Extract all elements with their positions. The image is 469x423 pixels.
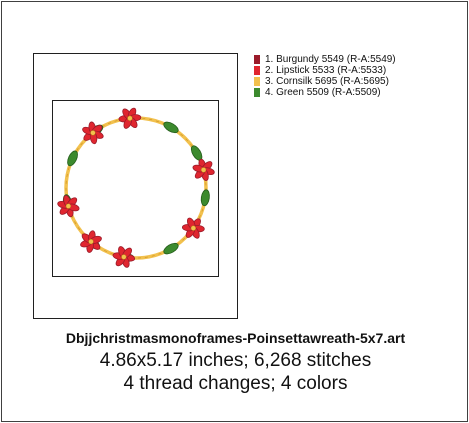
legend-item: 4. Green 5509 (R-A:5509) bbox=[254, 87, 396, 98]
legend-label: Cornsilk 5695 (R-A:5695) bbox=[276, 76, 389, 87]
design-thread-changes: 4 thread changes; 4 colors bbox=[123, 373, 348, 394]
legend-label: Lipstick 5533 (R-A:5533) bbox=[276, 65, 387, 76]
design-filename: Dbjjchristmasmonoframes-Poinsettawreath-… bbox=[65, 330, 406, 346]
legend-number: 4. bbox=[265, 87, 274, 98]
design-dimensions: 4.86x5.17 inches; 6,268 stitches bbox=[99, 350, 372, 371]
poinsettia-flower bbox=[118, 107, 142, 129]
legend-label: Burgundy 5549 (R-A:5549) bbox=[276, 54, 396, 65]
legend-item: 2. Lipstick 5533 (R-A:5533) bbox=[254, 65, 396, 76]
legend-item: 3. Cornsilk 5695 (R-A:5695) bbox=[254, 76, 396, 87]
color-swatch bbox=[254, 77, 260, 86]
legend-number: 1. bbox=[265, 54, 274, 65]
poinsettia-flower bbox=[80, 230, 102, 253]
poinsettia-flower bbox=[82, 121, 104, 145]
legend-number: 2. bbox=[265, 65, 274, 76]
holly-leaf bbox=[67, 150, 78, 167]
color-swatch bbox=[254, 66, 260, 75]
thread-color-legend: 1. Burgundy 5549 (R-A:5549) 2. Lipstick … bbox=[254, 54, 396, 98]
legend-number: 3. bbox=[265, 76, 274, 87]
legend-item: 1. Burgundy 5549 (R-A:5549) bbox=[254, 54, 396, 65]
legend-label: Green 5509 (R-A:5509) bbox=[276, 87, 381, 98]
holly-leaf bbox=[163, 121, 179, 134]
color-swatch bbox=[254, 55, 260, 64]
design-bounds bbox=[52, 100, 219, 277]
poinsettia-flower bbox=[181, 217, 205, 239]
holly-leaf bbox=[200, 189, 210, 207]
poinsettia-wreath-preview bbox=[57, 107, 215, 268]
hoop-outline bbox=[33, 53, 238, 319]
poinsettia-flower bbox=[192, 158, 215, 181]
poinsettia-flower bbox=[57, 195, 80, 218]
holly-leaf bbox=[163, 242, 179, 255]
color-swatch bbox=[254, 88, 260, 97]
poinsettia-flower bbox=[112, 246, 136, 268]
